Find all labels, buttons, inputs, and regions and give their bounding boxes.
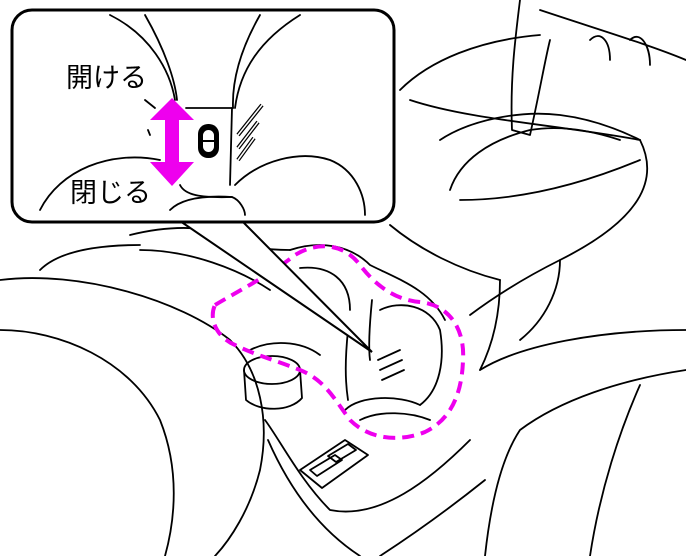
cupholder-switch-icon	[198, 124, 219, 158]
detail-inset	[10, 8, 396, 224]
close-label: 閉じる	[70, 178, 151, 209]
cupholder-highlight-outline	[210, 244, 466, 440]
open-close-arrow-icon	[150, 98, 194, 186]
callout-pointer	[179, 220, 373, 353]
open-label: 開ける	[66, 63, 147, 94]
